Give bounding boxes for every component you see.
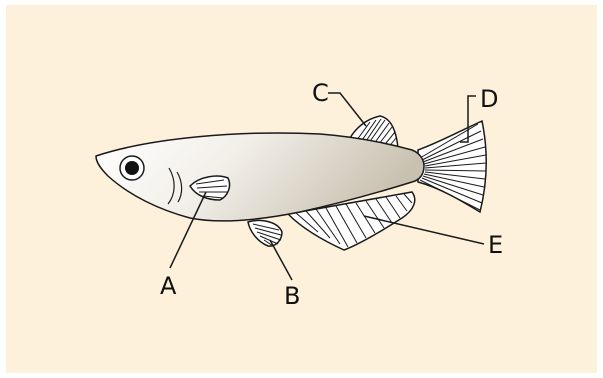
- leader-b: [270, 240, 292, 280]
- label-b: B: [284, 282, 300, 310]
- label-a: A: [160, 272, 177, 300]
- pelvic-fin: [248, 220, 282, 246]
- label-e: E: [488, 231, 503, 259]
- caudal-fin: [418, 121, 486, 212]
- leader-c: [328, 93, 366, 126]
- label-d: D: [480, 85, 498, 113]
- eye: [120, 156, 144, 180]
- label-c: C: [312, 79, 329, 107]
